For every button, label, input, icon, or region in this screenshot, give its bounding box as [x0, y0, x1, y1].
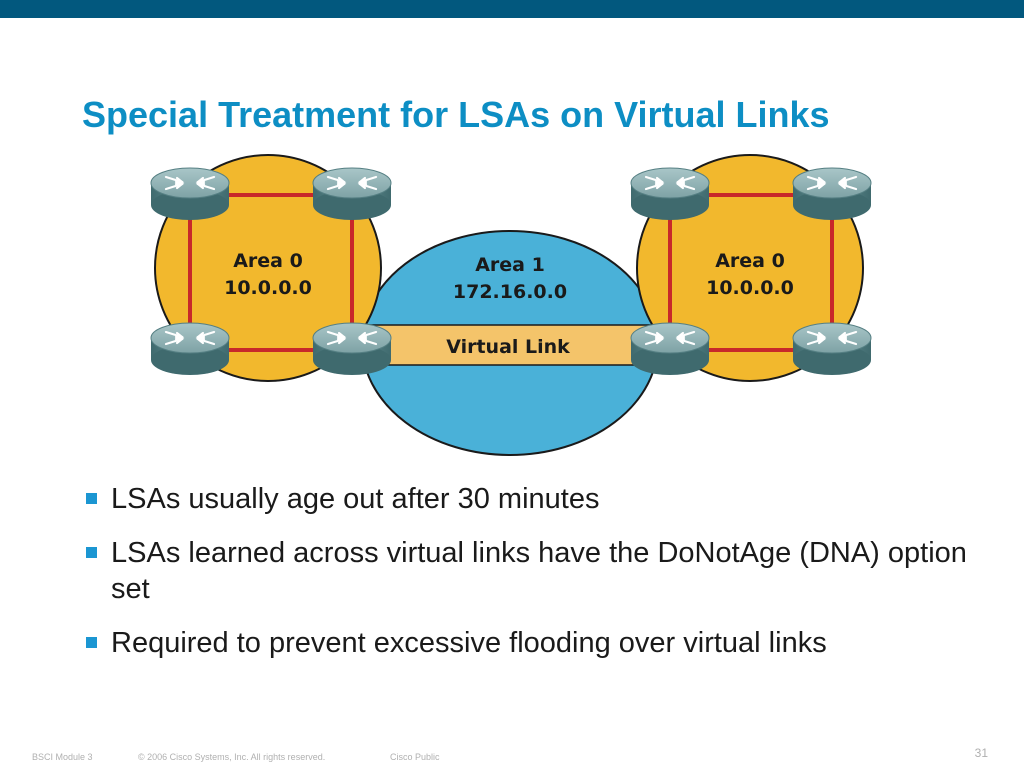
footer-classification: Cisco Public: [390, 752, 440, 762]
page-number: 31: [974, 746, 988, 760]
bullet-item: LSAs learned across virtual links have t…: [86, 535, 986, 607]
slide-title: Special Treatment for LSAs on Virtual Li…: [82, 94, 830, 135]
router-icon: [311, 166, 393, 222]
right-area-name: Area 0: [715, 250, 785, 272]
network-diagram: Area 0 10.0.0.0 Area 1 172.16.0.0 Area 0…: [149, 154, 873, 456]
bullet-text: LSAs learned across virtual links have t…: [111, 537, 967, 605]
footer-copyright: © 2006 Cisco Systems, Inc. All rights re…: [138, 752, 326, 762]
footer-module: BSCI Module 3: [32, 752, 93, 762]
bullet-text: Required to prevent excessive flooding o…: [111, 627, 827, 659]
router-icon: [629, 321, 711, 377]
bullet-item: LSAs usually age out after 30 minutes: [86, 481, 986, 517]
top-bar: [0, 0, 1024, 18]
router-icon: [149, 166, 231, 222]
router-icon: [629, 166, 711, 222]
middle-area-name: Area 1: [475, 254, 545, 276]
virtual-link-label: Virtual Link: [446, 336, 570, 358]
bullet-list: LSAs usually age out after 30 minutes LS…: [86, 481, 986, 679]
router-icon: [149, 321, 231, 377]
middle-area-network: 172.16.0.0: [453, 281, 567, 303]
bullet-item: Required to prevent excessive flooding o…: [86, 625, 986, 661]
bullet-marker-icon: [86, 547, 97, 558]
virtual-link-band: [351, 324, 673, 366]
router-icon: [791, 321, 873, 377]
left-area-network: 10.0.0.0: [224, 277, 312, 299]
bullet-text: LSAs usually age out after 30 minutes: [111, 483, 600, 515]
left-area-name: Area 0: [233, 250, 303, 272]
bullet-marker-icon: [86, 493, 97, 504]
bullet-marker-icon: [86, 637, 97, 648]
right-area-network: 10.0.0.0: [706, 277, 794, 299]
router-icon: [791, 166, 873, 222]
router-icon: [311, 321, 393, 377]
